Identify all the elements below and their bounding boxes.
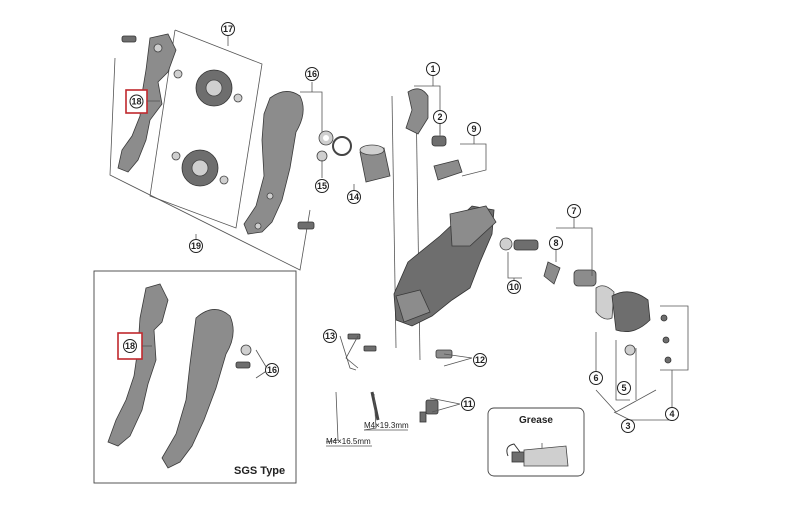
svg-text:1: 1 — [430, 64, 435, 74]
svg-text:8: 8 — [553, 238, 558, 248]
callout-4: 4 — [665, 407, 679, 421]
callout-18-highlight: 18 — [125, 89, 160, 114]
callout-3: 3 — [621, 419, 635, 433]
callout-10: 10 — [507, 280, 521, 294]
grease-box: Grease — [487, 407, 585, 477]
svg-text:7: 7 — [571, 206, 576, 216]
sgs-type-inset: SGS Type — [93, 270, 297, 484]
adjust-bolt — [513, 239, 539, 251]
svg-text:4: 4 — [669, 409, 674, 419]
screw-dimension-b: M4×16.5mm — [326, 437, 371, 446]
sgs-outer-cage-plate — [161, 309, 234, 469]
callout-16: 16 — [305, 67, 319, 81]
stopper-plate — [433, 159, 463, 181]
bracket-17 — [149, 29, 263, 229]
callout-11: 11 — [461, 397, 475, 411]
callout-group: 17 19 16 15 14 1 2 9 7 8 10 13 12 11 6 5… — [189, 22, 679, 443]
svg-text:17: 17 — [223, 24, 233, 34]
callout-17: 17 — [221, 22, 235, 36]
svg-text:12: 12 — [475, 355, 485, 365]
callout-1: 1 — [426, 62, 440, 76]
sgs-type-label: SGS Type — [234, 465, 285, 477]
cage-bolt — [121, 35, 137, 43]
svg-text:16: 16 — [267, 365, 277, 375]
spring-ring — [332, 136, 352, 156]
derailleur-body-group — [347, 88, 672, 423]
callout-15: 15 — [315, 179, 329, 193]
callout-12: 12 — [473, 353, 487, 367]
pulley-bolt — [297, 221, 315, 230]
svg-text:18: 18 — [125, 341, 135, 351]
svg-text:15: 15 — [317, 181, 327, 191]
svg-text:14: 14 — [349, 192, 359, 202]
svg-text:6: 6 — [593, 373, 598, 383]
screw-dimension-labels: M4×19.3mm M4×16.5mm — [326, 421, 409, 447]
callout-6: 6 — [589, 371, 603, 385]
pulley-cage-group — [109, 29, 391, 271]
clutch-cover — [611, 291, 651, 333]
callout-7: 7 — [567, 204, 581, 218]
callout-13: 13 — [323, 329, 337, 343]
svg-text:10: 10 — [509, 282, 519, 292]
grease-tube-icon — [506, 443, 569, 467]
svg-text:19: 19 — [191, 241, 201, 251]
sgs-inner-cage-plate — [107, 283, 169, 447]
screw-dimension-a: M4×19.3mm — [364, 421, 409, 430]
svg-text:9: 9 — [471, 124, 476, 134]
b-link — [405, 88, 429, 135]
adjust-washer — [499, 237, 513, 251]
outer-cage-plate — [243, 91, 304, 235]
callout-16-sgs: 16 — [265, 363, 279, 377]
callout-9: 9 — [467, 122, 481, 136]
callout-19: 19 — [189, 239, 203, 253]
lower-pulley — [181, 149, 219, 187]
svg-text:13: 13 — [325, 331, 335, 341]
callout-2: 2 — [433, 110, 447, 124]
svg-text:5: 5 — [621, 383, 626, 393]
grease-title: Grease — [519, 415, 553, 426]
callout-14: 14 — [347, 190, 361, 204]
svg-text:3: 3 — [625, 421, 630, 431]
callout-5: 5 — [617, 381, 631, 395]
tension-unit — [543, 261, 561, 285]
upper-pulley — [195, 69, 233, 107]
svg-text:18: 18 — [131, 97, 141, 107]
svg-text:11: 11 — [463, 399, 473, 409]
svg-text:2: 2 — [437, 112, 442, 122]
svg-text:16: 16 — [307, 69, 317, 79]
callout-18-sgs-highlight: 18 — [117, 332, 152, 360]
callout-8: 8 — [549, 236, 563, 250]
bracket-19 — [109, 57, 311, 271]
leader-lines — [195, 36, 689, 443]
